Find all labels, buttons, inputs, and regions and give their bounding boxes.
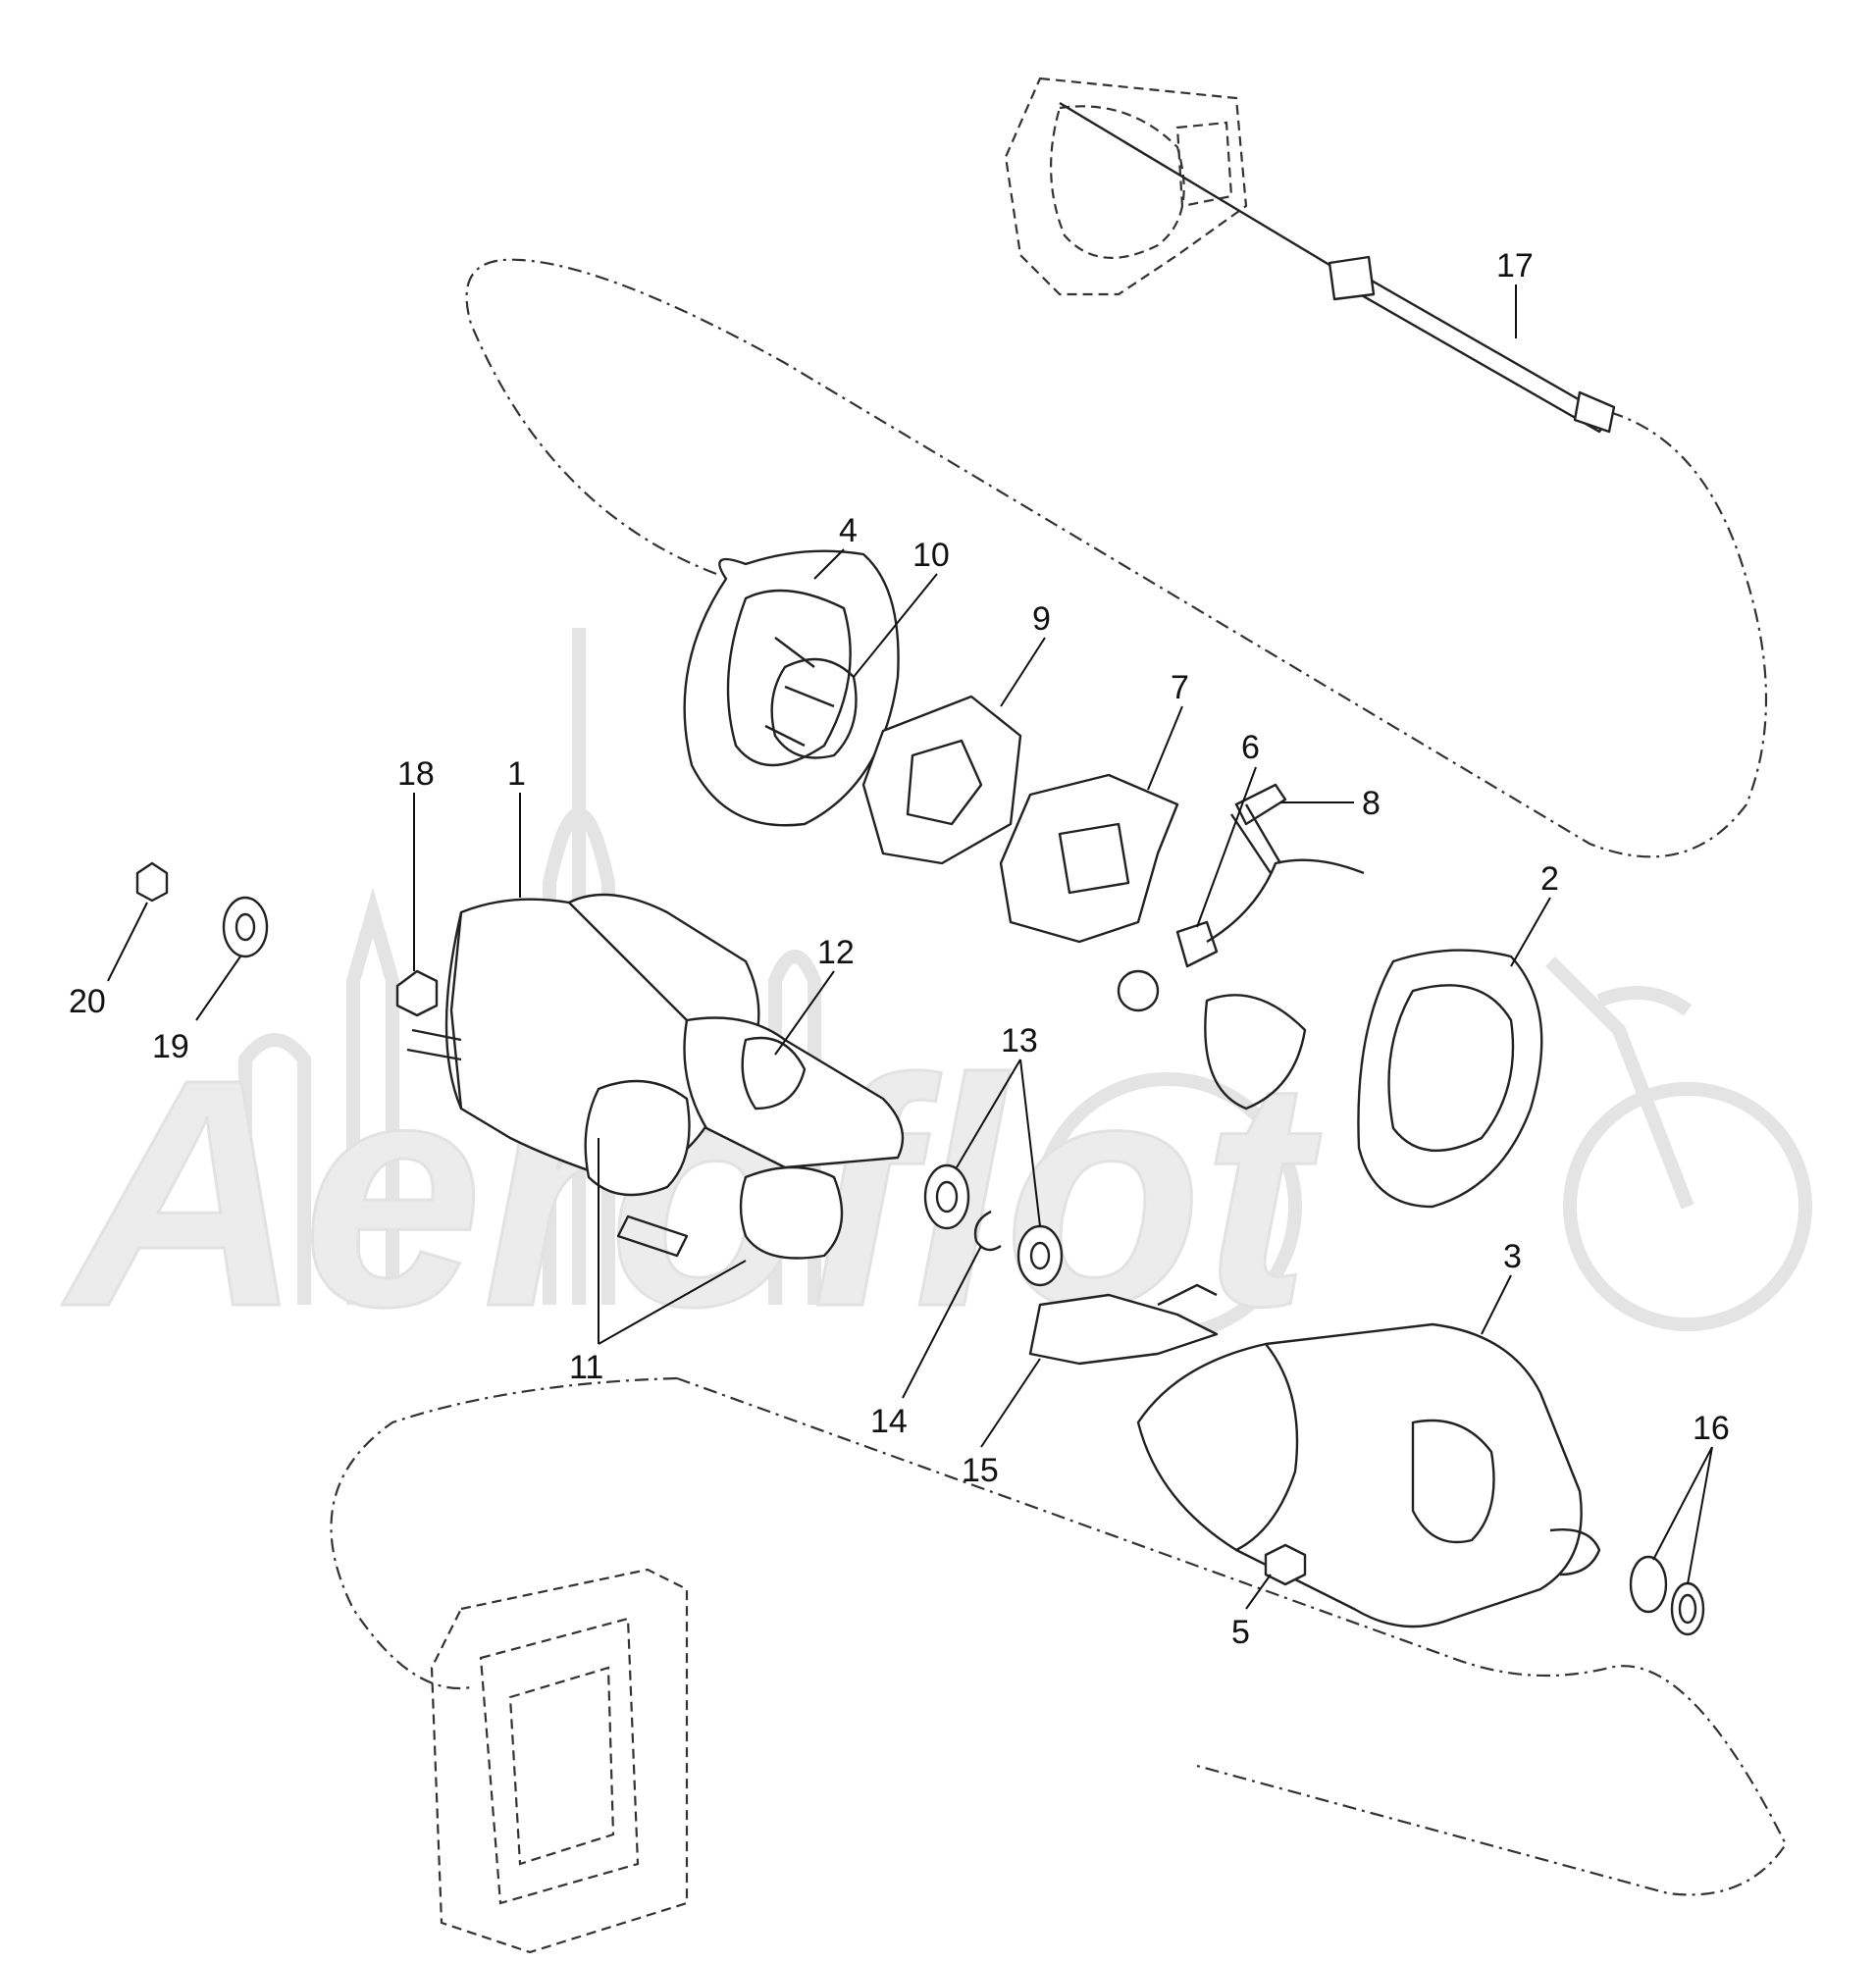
callout-14: 14 xyxy=(870,1403,908,1440)
part-10-brush-plate xyxy=(770,657,858,759)
callout-10: 10 xyxy=(912,537,950,574)
part-7-brush-holder xyxy=(999,773,1179,944)
part-13-washer-b xyxy=(1016,1224,1064,1287)
part-18-nut xyxy=(395,969,439,1017)
leader-9 xyxy=(1000,637,1046,707)
part-5-nut xyxy=(1264,1543,1307,1586)
leader-11 xyxy=(598,1138,747,1345)
part-16-o-ring-a xyxy=(1629,1555,1668,1614)
callout-1: 1 xyxy=(507,755,526,793)
upper-mounting-flange xyxy=(1004,77,1248,296)
watermark-skyline xyxy=(238,628,821,1305)
leader-6 xyxy=(1196,766,1257,928)
callout-8: 8 xyxy=(1362,785,1381,822)
callout-17: 17 xyxy=(1496,247,1534,284)
leader-12 xyxy=(774,970,835,1056)
callout-7: 7 xyxy=(1171,669,1189,706)
leader-20 xyxy=(107,902,148,982)
callout-15: 15 xyxy=(962,1452,999,1489)
leader-10 xyxy=(853,573,938,678)
part-9-gasket xyxy=(861,695,1022,865)
leader-15 xyxy=(980,1358,1041,1448)
callout-11: 11 xyxy=(569,1349,603,1386)
part-8-spring xyxy=(1230,783,1287,874)
leader-13 xyxy=(956,1059,1041,1227)
part-20-nut xyxy=(135,861,169,903)
part-16-o-ring-b xyxy=(1670,1581,1705,1636)
callout-3: 3 xyxy=(1503,1238,1522,1275)
callout-18: 18 xyxy=(397,755,435,793)
leader-3 xyxy=(1481,1274,1512,1335)
leader-4 xyxy=(813,548,845,580)
part-6-brush-lead xyxy=(1117,858,1365,1012)
part-3-drive-housing xyxy=(1136,1322,1601,1628)
leader-5 xyxy=(1245,1574,1272,1610)
part-17-through-bolt xyxy=(1059,101,1616,434)
leader-lines xyxy=(107,284,1713,1610)
callout-labels: 1 2 3 4 5 6 7 8 9 10 11 12 13 14 15 16 1… xyxy=(69,247,1730,1651)
leader-14 xyxy=(902,1245,982,1399)
callout-16: 16 xyxy=(1693,1410,1730,1447)
leader-16 xyxy=(1652,1446,1713,1585)
part-11-drive-pinion xyxy=(584,1079,844,1260)
part-12-armature xyxy=(683,1016,905,1169)
part-19-washer xyxy=(222,896,269,958)
callout-20: 20 xyxy=(69,983,106,1020)
part-13-washer-a xyxy=(923,1163,970,1230)
callout-19: 19 xyxy=(152,1028,189,1065)
callout-12: 12 xyxy=(817,934,855,971)
callout-2: 2 xyxy=(1540,860,1559,898)
part-15-shift-lever xyxy=(1028,1283,1219,1366)
engine-phantom-outline xyxy=(330,258,1788,1896)
lower-mounting-flange xyxy=(430,1568,689,1954)
callout-6: 6 xyxy=(1241,729,1260,766)
leader-7 xyxy=(1147,705,1183,791)
part-2-front-housing xyxy=(1204,949,1543,1209)
leader-19 xyxy=(195,956,241,1021)
part-14-snap-ring xyxy=(973,1210,1002,1252)
callout-4: 4 xyxy=(839,512,858,549)
callout-13: 13 xyxy=(1001,1022,1038,1059)
leader-2 xyxy=(1510,897,1551,967)
callout-9: 9 xyxy=(1032,600,1051,638)
callout-5: 5 xyxy=(1231,1614,1250,1651)
